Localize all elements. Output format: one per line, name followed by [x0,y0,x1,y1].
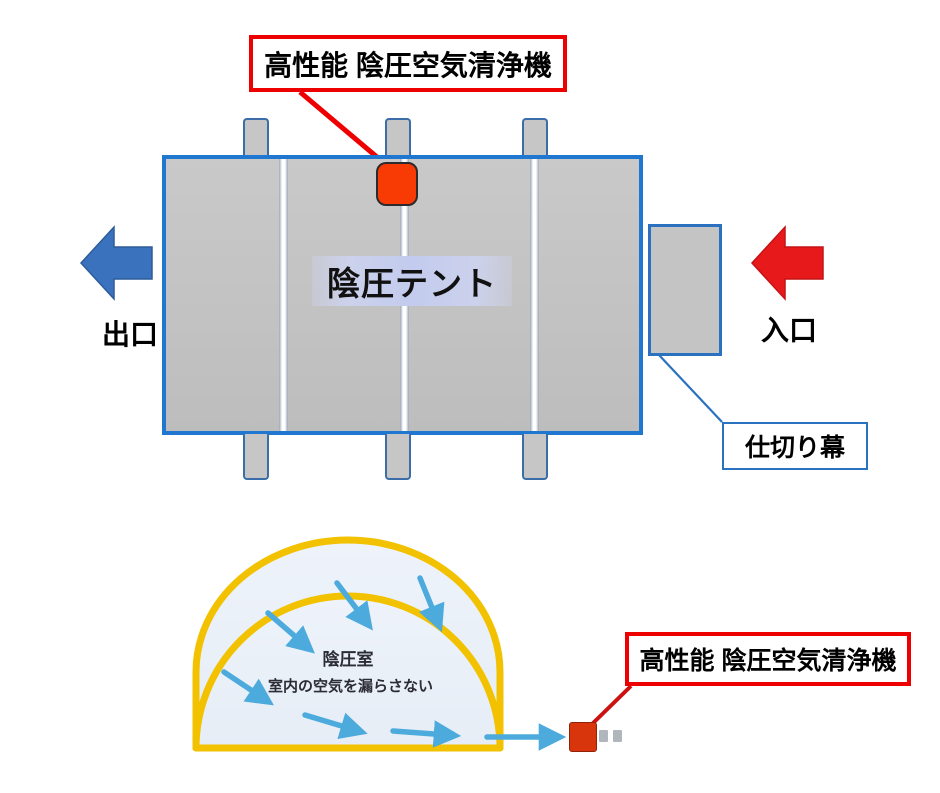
dome-arrow-1 [334,580,373,631]
vent-chip-2 [613,730,622,742]
dome-arrow-2 [417,575,445,633]
dome-room-label-text: 陰圧室 [322,650,374,669]
tent-divider-3 [530,159,539,431]
exit-arrow [79,225,153,301]
tent-center-label-text: 陰圧テント [327,265,497,302]
tent-tab-bottom-3 [522,434,548,480]
dome-arrow-6 [390,720,462,748]
tent-divider-1 [279,159,288,431]
dome-room-label: 陰圧室 [288,645,408,670]
exit-label-text: 出口 [101,319,158,350]
dome-arrow-5 [302,712,368,740]
callout-top-purifier-text: 高性能 陰圧空気清浄機 [264,49,552,81]
partition-curtain [648,224,722,356]
callout-partition-text: 仕切り幕 [744,434,845,462]
dome-inflow-arrows [221,575,567,751]
exit-label: 出口 [86,313,174,353]
tent-tab-bottom-2 [385,434,411,480]
dome-arrow-4 [221,669,274,706]
callout-partition: 仕切り幕 [722,422,868,470]
callout-connector-bottom-purifier [586,684,633,730]
tent-center-label: 陰圧テント [312,256,512,306]
entrance-arrow [750,225,824,301]
callout-bottom-purifier: 高性能 陰圧空気清浄機 [625,632,911,686]
dome-arrow-3 [265,610,315,654]
callout-top-purifier: 高性能 陰圧空気清浄機 [249,35,567,92]
dome-room-subtitle: 室内の空気を漏らさない [268,675,433,696]
callout-bottom-purifier-text: 高性能 陰圧空気清浄機 [639,647,897,675]
entrance-label-text: 入口 [760,315,817,346]
callout-connector-partition [658,354,723,423]
vent-chip-1 [599,730,608,742]
entrance-label: 入口 [745,309,833,349]
tent-tab-bottom-1 [243,434,269,480]
negative-pressure-room-dome [192,536,504,752]
purifier-unit-bottom [569,722,597,752]
dome-room-subtitle-text: 室内の空気を漏らさない [268,678,434,695]
purifier-unit-top [376,162,418,206]
